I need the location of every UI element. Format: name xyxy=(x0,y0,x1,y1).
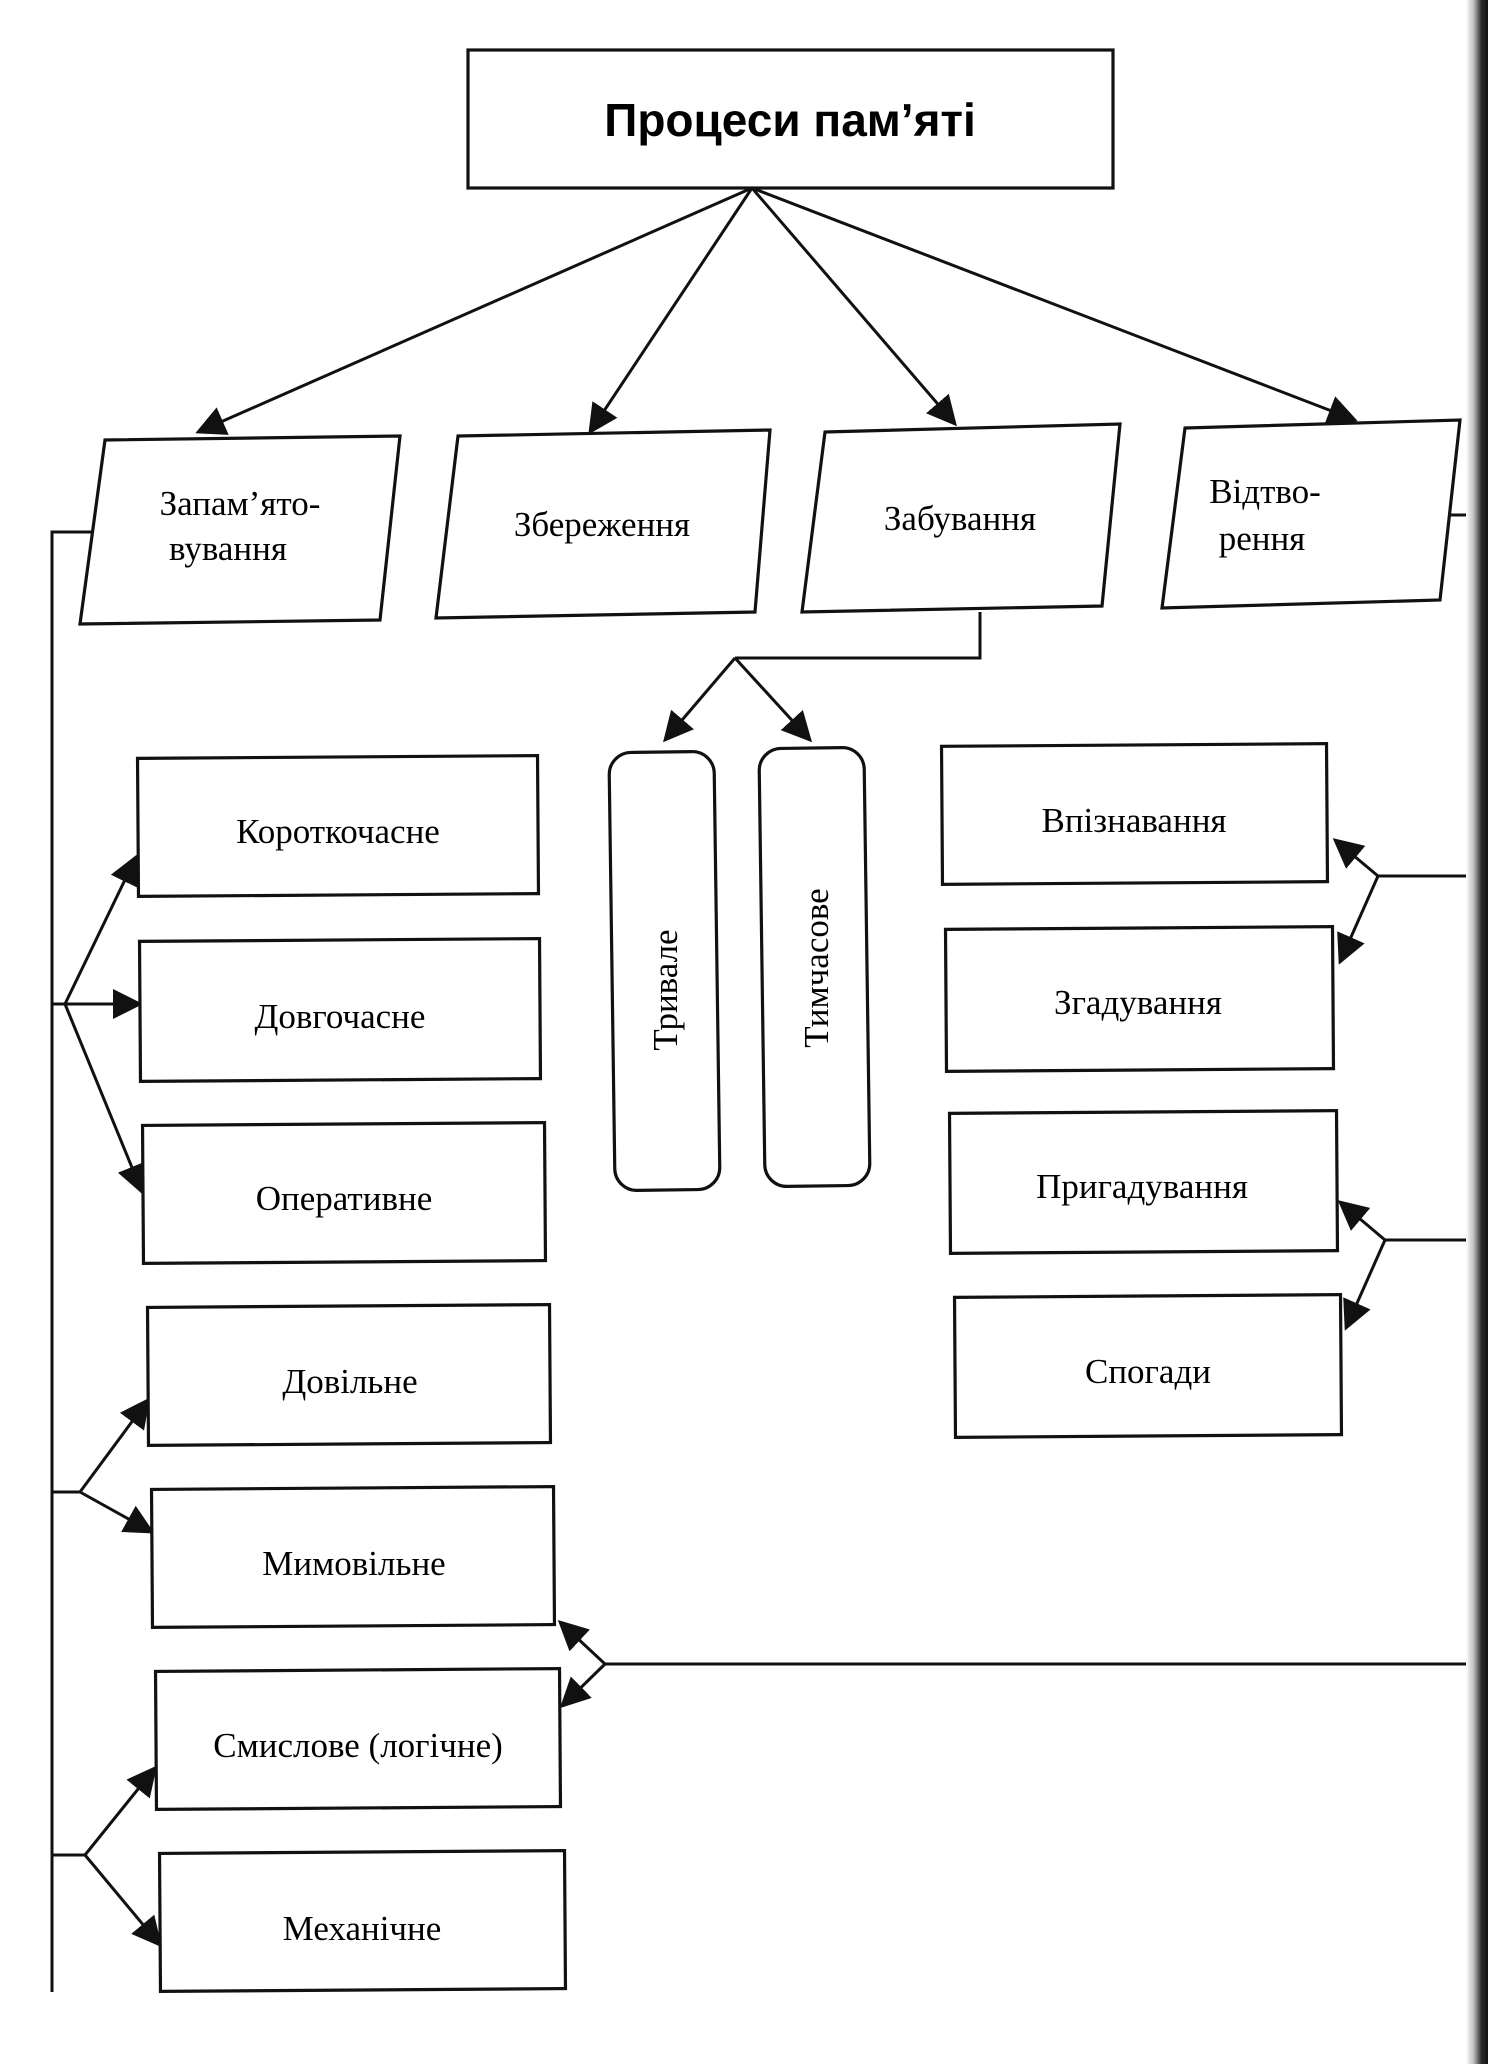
short-term-label: Короткочасне xyxy=(236,812,440,851)
edge-to-semantic-right xyxy=(559,1662,607,1709)
edge-title-to-forgetting xyxy=(750,187,957,427)
memory-type-semantic: Смислове (логічне) xyxy=(153,1666,563,1812)
long-term-memory-box xyxy=(137,936,543,1084)
memory-type-involuntary: Мимовільне xyxy=(149,1484,557,1630)
edge-to-recognition xyxy=(1332,838,1379,878)
storage-box xyxy=(434,428,772,620)
operative-box xyxy=(140,1120,548,1266)
reproduction-type-recollection: Згадування xyxy=(943,925,1336,1073)
reproduction-type-recognition: Впізнавання xyxy=(939,742,1330,886)
edge-to-mechanical xyxy=(83,1854,162,1948)
voluntary-label: Довільне xyxy=(282,1362,417,1401)
edge-to-recollection xyxy=(1337,875,1380,965)
edge-to-short-term xyxy=(63,854,138,1005)
edge-to-involuntary-right xyxy=(557,1619,607,1666)
edge-to-remembering xyxy=(1337,1200,1386,1242)
reminiscences-box xyxy=(952,1293,1344,1439)
reproduction-label-line1: Відтво- xyxy=(1209,472,1321,511)
edge-memorization-spine xyxy=(50,530,92,1992)
involuntary-box xyxy=(149,1484,557,1630)
long-term-box xyxy=(607,749,722,1192)
recollection-label: Згадування xyxy=(1054,983,1222,1022)
remembering-label: Пригадування xyxy=(1036,1167,1248,1206)
edge-to-operative xyxy=(63,1003,146,1195)
mechanical-label: Механічне xyxy=(283,1909,442,1948)
reproduction-type-reminiscences: Спогади xyxy=(952,1293,1344,1439)
edge-to-temporary xyxy=(733,656,813,743)
temporary-box xyxy=(757,745,872,1188)
semantic-box xyxy=(153,1666,563,1812)
reproduction-type-remembering: Пригадування xyxy=(947,1109,1340,1255)
edge-to-semantic xyxy=(83,1765,157,1856)
process-reproduction: Відтво- рення xyxy=(1160,418,1462,610)
edge-to-involuntary xyxy=(79,1490,155,1534)
temporary-label: Тимчасове xyxy=(797,888,836,1047)
edge-reproduction-spine xyxy=(605,513,1472,1666)
title-box xyxy=(466,48,1115,190)
forgetting-type-temporary: Тимчасове xyxy=(757,745,872,1188)
process-memorization: Запам’ято- вування xyxy=(78,434,402,626)
memory-type-voluntary: Довільне xyxy=(145,1302,553,1448)
semantic-label: Смислове (логічне) xyxy=(213,1726,503,1765)
voluntary-box xyxy=(145,1302,553,1448)
recollection-box xyxy=(943,925,1336,1073)
reproduction-label-line2: рення xyxy=(1219,519,1306,558)
recognition-box xyxy=(939,742,1330,886)
title-node: Процеси пам’яті xyxy=(466,48,1115,190)
memorization-label-line2: вування xyxy=(169,529,287,568)
remembering-box xyxy=(947,1109,1340,1255)
edge-title-to-memorization xyxy=(195,186,753,435)
process-forgetting: Забування xyxy=(800,422,1122,614)
edge-to-reminiscences xyxy=(1343,1239,1387,1331)
memorization-types: Короткочасне Довгочасне Оперативне Довіл… xyxy=(135,753,568,1994)
operative-label: Оперативне xyxy=(256,1179,433,1218)
forgetting-box xyxy=(800,422,1122,614)
short-term-box xyxy=(135,753,541,899)
scan-page-edge xyxy=(1466,0,1488,2064)
process-storage: Збереження xyxy=(434,428,772,620)
recognition-label: Впізнавання xyxy=(1041,801,1226,840)
edge-forgetting-connector xyxy=(735,612,982,660)
reproduction-types: Впізнавання Згадування Пригадування Спог… xyxy=(939,742,1344,1439)
memory-type-operative: Оперативне xyxy=(140,1120,548,1266)
memory-type-short-term: Короткочасне xyxy=(135,753,541,899)
edge-to-voluntary xyxy=(78,1397,150,1493)
involuntary-label: Мимовільне xyxy=(262,1544,445,1583)
reproduction-box xyxy=(1160,418,1462,610)
forgetting-label: Забування xyxy=(884,499,1036,538)
edge-title-to-storage xyxy=(588,187,754,435)
memorization-box xyxy=(78,434,402,626)
edge-to-long-term xyxy=(663,657,737,743)
edge-title-to-reproduction xyxy=(751,186,1358,425)
long-term-memory-label: Довгочасне xyxy=(255,997,426,1036)
edges xyxy=(50,186,1472,1992)
forgetting-type-long-term: Тривале xyxy=(607,749,722,1192)
memory-type-mechanical: Механічне xyxy=(157,1848,568,1994)
mechanical-box xyxy=(157,1848,568,1994)
reminiscences-label: Спогади xyxy=(1085,1352,1211,1391)
storage-label: Збереження xyxy=(514,505,690,544)
diagram-title: Процеси пам’яті xyxy=(604,94,975,146)
memorization-label-line1: Запам’ято- xyxy=(160,484,321,523)
long-term-label: Тривале xyxy=(646,929,685,1050)
memory-type-long-term: Довгочасне xyxy=(137,936,543,1084)
